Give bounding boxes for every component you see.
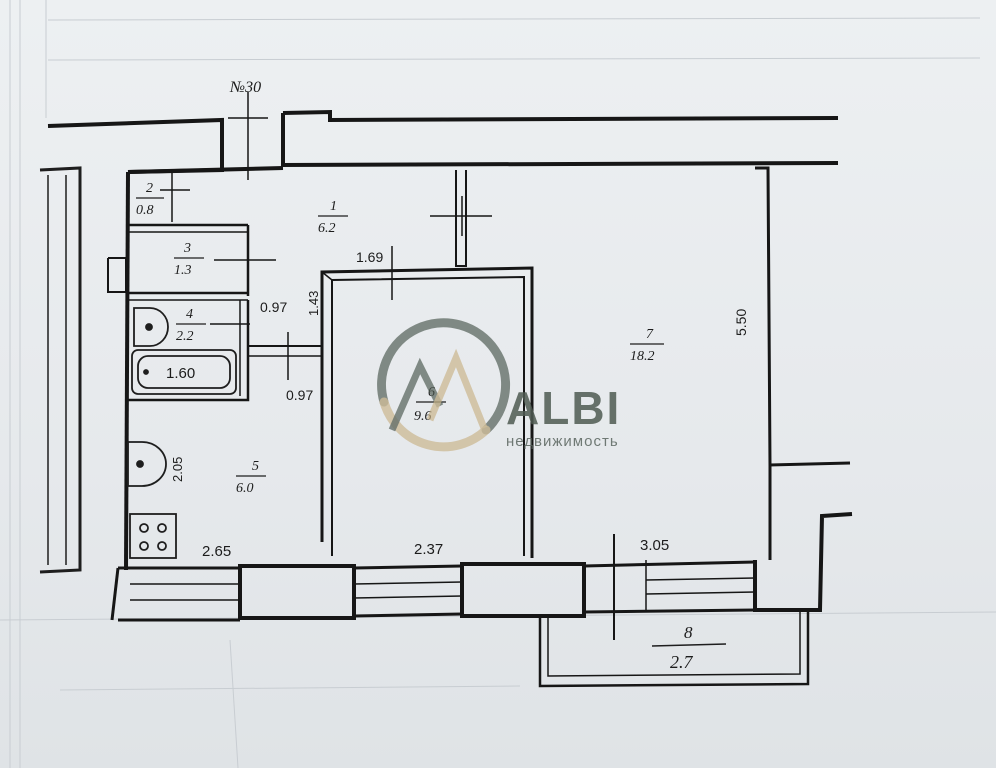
dimension-2-65: 2.65 <box>202 543 231 560</box>
room-3-number: 3 <box>183 241 191 256</box>
room-5-area: 6.0 <box>236 481 254 496</box>
watermark-tagline: недвижимость <box>506 433 619 450</box>
room-3-area: 1.3 <box>174 263 192 278</box>
building-number-label: №30 <box>229 79 261 96</box>
dimension-3-05: 3.05 <box>640 537 669 554</box>
dimension-2-05: 2.05 <box>170 457 185 482</box>
walls <box>47 92 853 688</box>
neighbor-structure <box>39 166 82 574</box>
kitchen-sink-icon <box>127 441 167 487</box>
dimension-2-37: 2.37 <box>414 541 443 558</box>
room-6-area: 9.6 <box>414 409 432 424</box>
dimension-0-97-bottom: 0.97 <box>286 387 313 403</box>
room-8-number: 8 <box>684 623 693 642</box>
albi-logo-icon <box>377 318 511 452</box>
room-8-area: 2.7 <box>670 652 694 672</box>
bathtub-length: 1.60 <box>166 365 195 382</box>
room-7-number: 7 <box>646 327 654 342</box>
room-1-area: 6.2 <box>318 221 336 236</box>
albi-watermark: ALBI недвижимость <box>377 318 621 452</box>
room-2-number: 2 <box>146 181 153 196</box>
dimension-labels: 1.69 0.97 0.97 1.43 5.50 2.05 2.65 2.37 … <box>166 249 749 560</box>
fixtures <box>127 307 237 559</box>
watermark-brand: ALBI <box>506 382 621 434</box>
bathtub-icon <box>131 349 237 395</box>
dimension-1-43: 1.43 <box>306 291 321 316</box>
washbasin-icon <box>133 307 169 347</box>
dimension-5-50: 5.50 <box>733 309 749 336</box>
room-7-area: 18.2 <box>630 349 655 364</box>
room-labels: №30 1 6.2 2 0.8 3 1.3 4 2.2 5 6.0 6 9.6 … <box>136 79 727 672</box>
room-1-number: 1 <box>330 199 337 214</box>
dimension-1-69: 1.69 <box>356 249 383 265</box>
room-2-area: 0.8 <box>136 203 154 218</box>
dimension-0-97-top: 0.97 <box>260 299 287 315</box>
room-5-number: 5 <box>252 459 259 474</box>
room-4-area: 2.2 <box>176 329 194 344</box>
stove-icon <box>129 513 177 559</box>
room-4-number: 4 <box>186 307 193 322</box>
